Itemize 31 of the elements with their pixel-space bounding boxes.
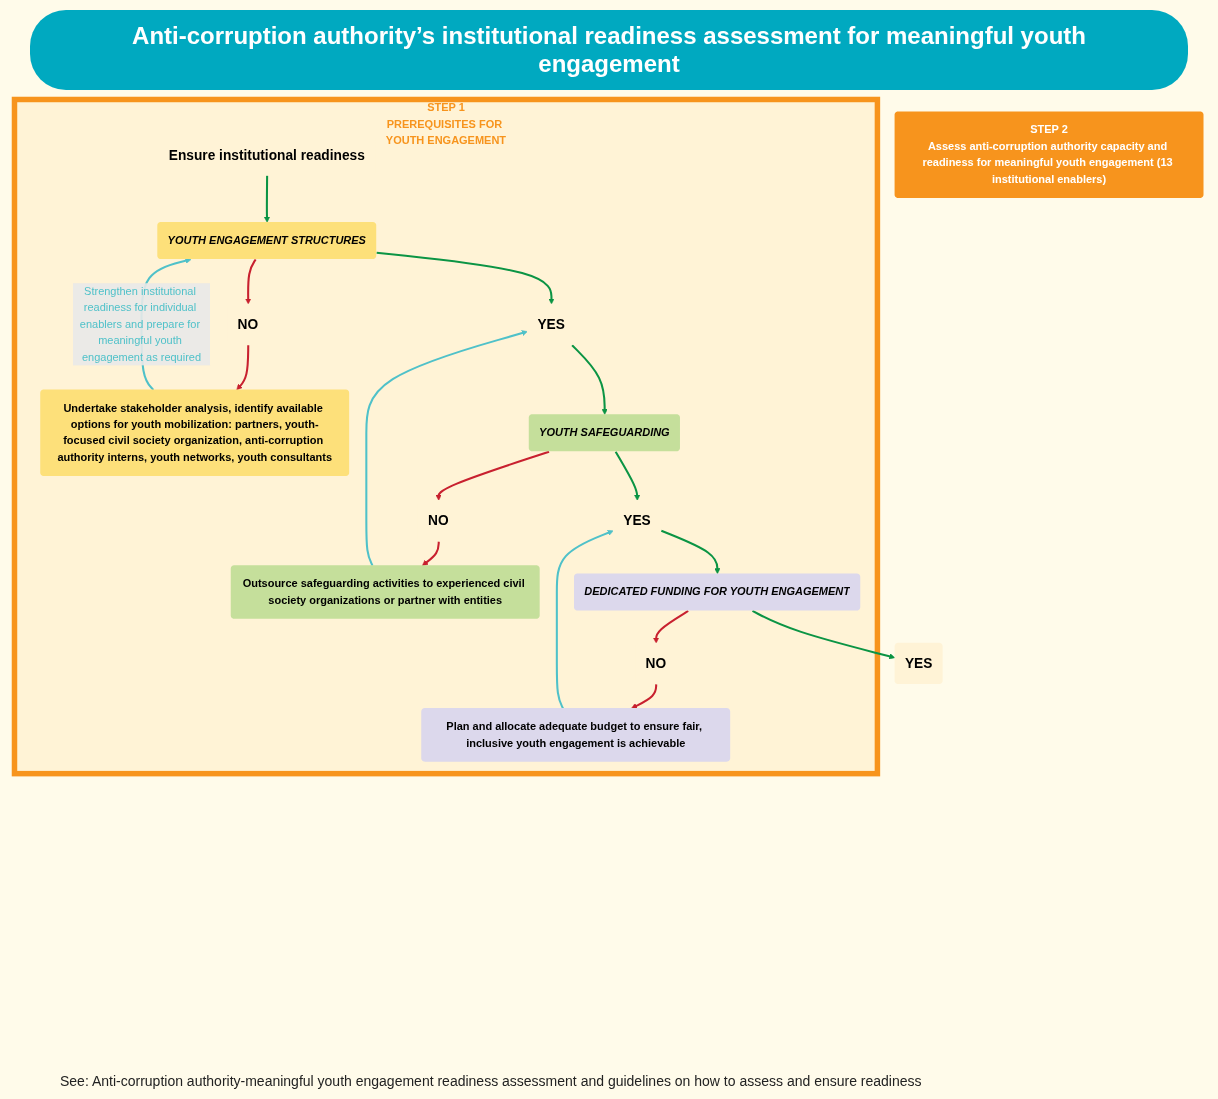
node-box: YES xyxy=(894,642,943,685)
node-text: Ensure institutional readiness xyxy=(168,147,365,163)
node-box: DEDICATED FUNDING FOR YOUTH ENGAGEMENT xyxy=(574,573,861,611)
title-banner: Anti-corruption authority’s institutional readiness assessment for meaningful youth engagement xyxy=(30,10,1188,90)
node-box: YOUTH SAFEGUARDING xyxy=(528,414,680,452)
node-box: STEP 2 Assess anti-corruption authority capacity and readiness for meaningful youth engagement (13 institutional enablers) xyxy=(894,111,1204,198)
arrow xyxy=(752,610,896,660)
arrow xyxy=(245,258,257,305)
node-text: YES xyxy=(537,316,565,332)
arrow xyxy=(571,344,608,415)
node-text: NO xyxy=(645,655,667,672)
node-box: Plan and allocate adequate budget to ensure fair, inclusive youth engagement is achievable xyxy=(421,708,731,762)
caption: See: Anti-corruption authority-meaningful youth engagement readiness assessment and guidelines on how to assess and ensure readiness xyxy=(60,1073,922,1089)
arrow xyxy=(631,684,658,709)
arrow xyxy=(376,251,555,305)
edge-label: Strengthen institutional readiness for individual enablers and prepare for meaningful youth engagement as required xyxy=(79,285,202,363)
arrow xyxy=(435,450,550,501)
arrow xyxy=(661,529,721,575)
node-box: Outsource safeguarding activities to experienced civil society organizations or partner with entities xyxy=(230,565,540,619)
arrow xyxy=(555,530,614,709)
arrow xyxy=(365,330,528,567)
arrow xyxy=(614,451,641,501)
node-text: NO xyxy=(428,513,449,529)
node-text: YES xyxy=(623,513,651,529)
node-box: YOUTH ENGAGEMENT STRUCTURES xyxy=(157,222,377,260)
node-box: Undertake stakeholder analysis, identify available options for youth mobilization: partners, youth-focused civil society organization, anti-corruption authority interns, youth networks, youth consultants xyxy=(40,389,350,477)
node-text: NO xyxy=(237,316,259,332)
arrow xyxy=(236,345,250,391)
arrow xyxy=(263,175,270,223)
arrow xyxy=(422,541,440,566)
arrow xyxy=(653,610,689,644)
